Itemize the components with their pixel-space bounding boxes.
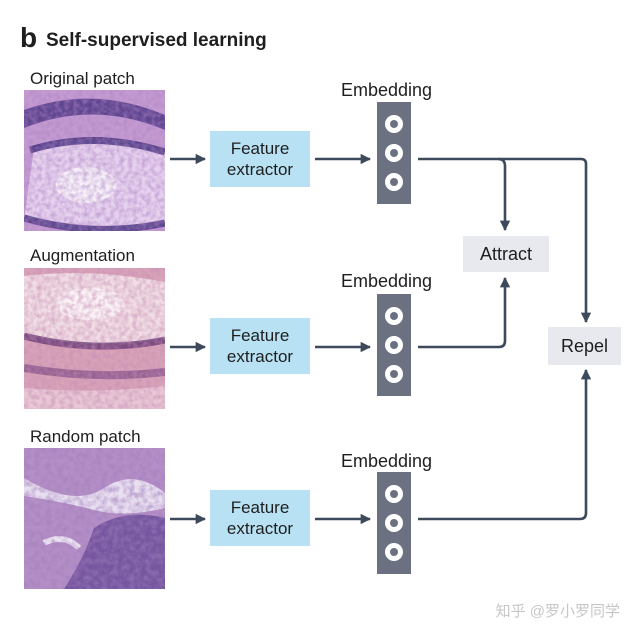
feature-extractor-2: Feature extractor xyxy=(210,318,310,374)
embedding-label-1: Embedding xyxy=(341,80,433,100)
feature-extractor-2-line2: extractor xyxy=(226,347,294,366)
feature-extractor-1-line2: extractor xyxy=(226,160,294,179)
feature-extractor-1: Feature extractor xyxy=(210,131,310,187)
watermark: 知乎 @罗小罗同学 xyxy=(495,603,620,620)
feature-extractor-3-line1: Feature xyxy=(230,498,290,517)
embedding-node-icon xyxy=(385,543,403,561)
arrow-embedding2-to-attract xyxy=(418,276,511,349)
feature-extractor-2-line1: Feature xyxy=(230,326,290,345)
row-label-random: Random patch xyxy=(30,427,141,446)
original-patch-image xyxy=(24,90,165,231)
embedding-label-2: Embedding xyxy=(341,271,433,291)
feature-extractor-3-line2: extractor xyxy=(226,519,294,538)
embedding-label-3: Embedding xyxy=(341,451,433,471)
panel-title: Self-supervised learning xyxy=(46,30,267,51)
repel-box: Repel xyxy=(548,327,621,365)
embedding-node-icon xyxy=(385,485,403,503)
embedding-vector-2 xyxy=(377,294,411,396)
embedding-vector-3 xyxy=(377,472,411,574)
embedding-node-icon xyxy=(385,307,403,325)
random-patch-image xyxy=(24,448,165,589)
attract-box: Attract xyxy=(463,236,549,272)
embedding-node-icon xyxy=(385,144,403,162)
arrow-embedding1-to-repel xyxy=(418,157,592,324)
arrow-embedding1-to-attract xyxy=(497,157,511,232)
feature-extractor-3: Feature extractor xyxy=(210,490,310,546)
panel-letter: b xyxy=(20,22,38,53)
feature-extractor-1-line1: Feature xyxy=(230,139,290,158)
embedding-node-icon xyxy=(385,336,403,354)
embedding-vector-1 xyxy=(377,102,411,204)
embedding-node-icon xyxy=(385,514,403,532)
row-label-original: Original patch xyxy=(30,69,135,88)
embedding-node-icon xyxy=(385,365,403,383)
embedding-node-icon xyxy=(385,115,403,133)
arrow-embedding3-to-repel xyxy=(418,368,592,521)
embedding-node-icon xyxy=(385,173,403,191)
row-label-augmentation: Augmentation xyxy=(30,246,135,265)
augmentation-patch-image xyxy=(24,268,165,409)
